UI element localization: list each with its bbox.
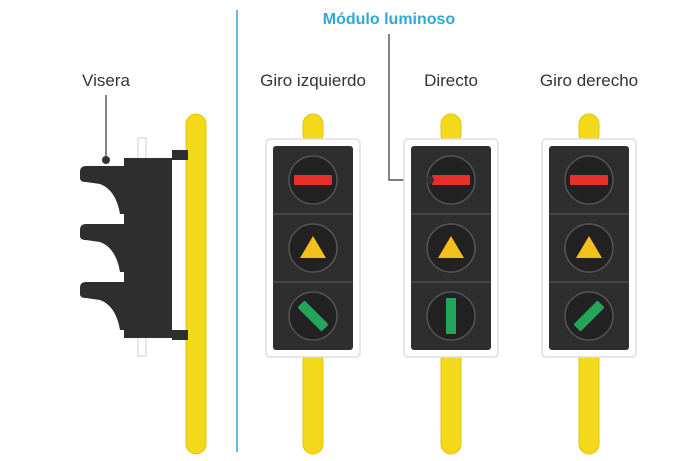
- left-turn-label: Giro izquierdo: [260, 71, 366, 90]
- front-light-right-turn: Giro derecho: [540, 71, 638, 455]
- front-light-left-turn: Giro izquierdo: [260, 71, 366, 455]
- triangle-icon: [300, 236, 326, 258]
- vertical-bar-icon: [446, 298, 456, 334]
- visera-label: Visera: [82, 71, 130, 90]
- right-turn-label: Giro derecho: [540, 71, 638, 90]
- pole-bottom: [440, 349, 462, 455]
- horizontal-bar-icon: [432, 175, 470, 185]
- visera-leader-dot: [102, 156, 110, 164]
- horizontal-bar-icon: [294, 175, 332, 185]
- triangle-icon: [576, 236, 602, 258]
- visor-bottom: [80, 282, 124, 330]
- straight-label: Directo: [424, 71, 478, 90]
- pole-bottom: [302, 349, 324, 455]
- horizontal-bar-icon: [570, 175, 608, 185]
- front-light-straight: Directo: [403, 71, 499, 455]
- diagonal-bar-left-icon: [297, 300, 329, 332]
- modulo-luminoso-label: Módulo luminoso: [323, 11, 456, 28]
- visor-top: [80, 166, 124, 214]
- modulo-leader-dot: [426, 176, 434, 184]
- diagonal-bar-right-icon: [573, 300, 605, 332]
- side-view-bracket-top: [172, 150, 188, 160]
- side-view-bracket-bottom: [172, 330, 188, 340]
- pole-bottom: [578, 349, 600, 455]
- side-view-traffic-light: Visera: [80, 71, 207, 455]
- triangle-icon: [438, 236, 464, 258]
- side-view-pole: [185, 113, 207, 455]
- side-view-housing: [124, 158, 172, 338]
- visor-middle: [80, 224, 124, 272]
